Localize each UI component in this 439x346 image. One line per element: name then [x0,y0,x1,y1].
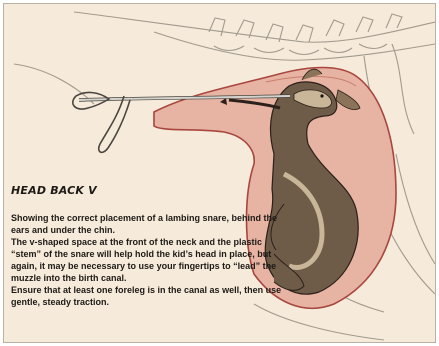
section-heading: HEAD BACK V [11,184,97,197]
caption-paragraph-1: Showing the correct placement of a lambi… [11,212,291,236]
caption-paragraph-2: The v-shaped space at the front of the n… [11,236,291,284]
illustration-frame: HEAD BACK V Showing the correct placemen… [3,3,436,343]
caption-paragraph-3: Ensure that at least one foreleg is in t… [11,284,291,308]
caption-text: Showing the correct placement of a lambi… [11,212,291,308]
